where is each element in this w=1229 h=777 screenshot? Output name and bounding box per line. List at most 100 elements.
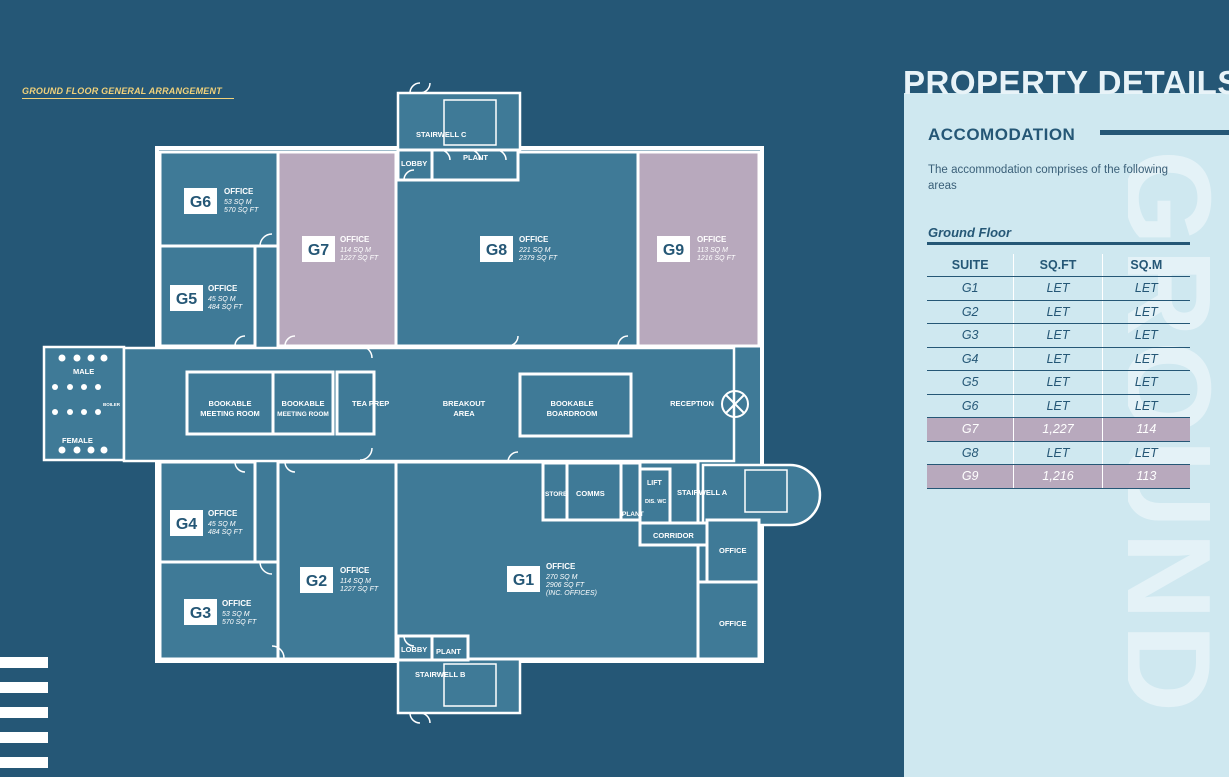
suite-type-label: OFFICE xyxy=(546,562,576,571)
suite-sqm-label: 53 SQ M xyxy=(224,199,252,206)
lobby-top xyxy=(396,148,434,182)
suite-type-label: OFFICE xyxy=(208,509,238,518)
sqft-cell: LET xyxy=(1013,441,1103,465)
sqft-cell: 1,227 xyxy=(1013,417,1103,442)
reception-label: RECEPTION xyxy=(670,399,714,408)
title-rule xyxy=(1100,130,1229,135)
suite-cell: G8 xyxy=(927,441,1014,465)
suite-g6-code: G6 xyxy=(190,194,211,211)
plant-room-mid xyxy=(619,461,642,522)
suite-sqm-label: 53 SQ M xyxy=(222,611,250,618)
suite-sqft-label: 1216 SQ FT xyxy=(697,255,736,262)
office-room-right-1-label: OFFICE xyxy=(719,546,747,555)
lobby-top-label: LOBBY xyxy=(401,159,427,168)
suite-sqft-label: 2906 SQ FT xyxy=(545,582,585,589)
suite-sqft-label: 570 SQ FT xyxy=(222,619,257,626)
suite-sqm-label: 113 SQ M xyxy=(697,247,728,254)
meeting-room-1-label: MEETING ROOM xyxy=(200,409,260,418)
sqm-cell: LET xyxy=(1101,441,1190,465)
suite-sqft-label: 1227 SQ FT xyxy=(340,255,379,262)
suite-cell: G4 xyxy=(927,347,1014,371)
stairwell-b-label: STAIRWELL B xyxy=(415,670,466,679)
floor-rule xyxy=(927,242,1190,245)
stripe xyxy=(0,757,48,768)
corridor-label: CORRIDOR xyxy=(653,531,694,540)
suite-cell: G2 xyxy=(927,300,1014,324)
col-header-sqm: SQ.M xyxy=(1101,254,1190,277)
stair-flight-a xyxy=(744,469,788,513)
sqm-cell: 113 xyxy=(1101,464,1190,489)
lift-label: LIFT xyxy=(647,480,662,487)
suite-sqm-label: 45 SQ M xyxy=(208,521,236,528)
stair-flight-c xyxy=(443,99,497,146)
suite-g3 xyxy=(158,560,280,661)
suite-sqm-label: 114 SQ M xyxy=(340,247,371,254)
suite-sqm-label: 270 SQ M xyxy=(545,574,578,581)
suite-g5-badge xyxy=(170,285,203,311)
plant-top xyxy=(430,148,520,182)
suite-g8-code: G8 xyxy=(486,242,507,259)
comms-label: COMMS xyxy=(576,489,605,498)
sqm-cell: LET xyxy=(1101,394,1190,418)
stair-core-top xyxy=(396,91,522,155)
lobby-bottom xyxy=(396,634,434,662)
suite-cell: G6 xyxy=(927,394,1014,418)
suite-sqft-label: 570 SQ FT xyxy=(224,207,259,214)
page-heading: PROPERTY DETAILS xyxy=(903,64,1229,101)
sqm-cell: LET xyxy=(1101,323,1190,348)
suite-sqm-label: 45 SQ M xyxy=(208,296,236,303)
dis-wc-label: DIS. WC xyxy=(645,499,666,505)
table-header-row: SUITE SQ.FT SQ.M xyxy=(927,254,1190,277)
suite-type-label: OFFICE xyxy=(340,566,370,575)
suite-g9-code: G9 xyxy=(663,242,684,259)
suite-cell: G9 xyxy=(927,464,1014,489)
sqm-cell: LET xyxy=(1101,347,1190,371)
office-room-right-2 xyxy=(696,580,761,661)
suite-g2-badge xyxy=(300,567,333,593)
sqft-cell: 1,216 xyxy=(1013,464,1103,489)
meeting-room-1 xyxy=(185,370,275,436)
suite-g1-code: G1 xyxy=(513,572,534,589)
col-header-sqft: SQ.FT xyxy=(1013,254,1103,277)
meeting-room-2 xyxy=(271,370,335,436)
female-wc-label: FEMALE xyxy=(62,436,93,445)
suite-cell: G3 xyxy=(927,323,1014,348)
suite-g8-badge xyxy=(480,236,513,262)
sqft-cell: LET xyxy=(1013,394,1103,418)
stripe xyxy=(0,682,48,693)
reception-symbol xyxy=(721,390,749,418)
stripe xyxy=(0,732,48,743)
suite-g2-code: G2 xyxy=(306,573,327,590)
boardroom-label: BOOKABLE xyxy=(551,399,594,408)
boiler-label: BOILER xyxy=(103,402,121,407)
meeting-room-2-label: BOOKABLE xyxy=(282,399,325,408)
suite-g9-badge xyxy=(657,236,690,262)
suite-cell: G7 xyxy=(927,417,1014,442)
door-swings xyxy=(234,82,629,724)
stairwell-c-label: STAIRWELL C xyxy=(416,130,467,139)
stair-flight-b xyxy=(443,663,497,707)
meeting-room-1-label: BOOKABLE xyxy=(209,399,252,408)
suite-g2 xyxy=(276,460,398,661)
suite-sqft-label: 2379 SQ FT xyxy=(518,255,558,262)
suite-g4-badge xyxy=(170,510,203,536)
plant-bottom-label: PLANT xyxy=(436,647,461,656)
breakout-label: AREA xyxy=(453,409,475,418)
floor-title: Ground Floor xyxy=(928,225,1012,240)
tea-prep-room xyxy=(335,370,376,436)
suite-type-label: OFFICE xyxy=(340,235,370,244)
sqm-cell: LET xyxy=(1101,370,1190,395)
sqft-cell: LET xyxy=(1013,370,1103,395)
stripe xyxy=(0,657,48,668)
suite-note-label: (INC. OFFICES) xyxy=(546,590,597,597)
suite-g7 xyxy=(276,150,398,348)
plant-top-label: PLANT xyxy=(463,153,488,162)
suite-type-label: OFFICE xyxy=(222,599,252,608)
